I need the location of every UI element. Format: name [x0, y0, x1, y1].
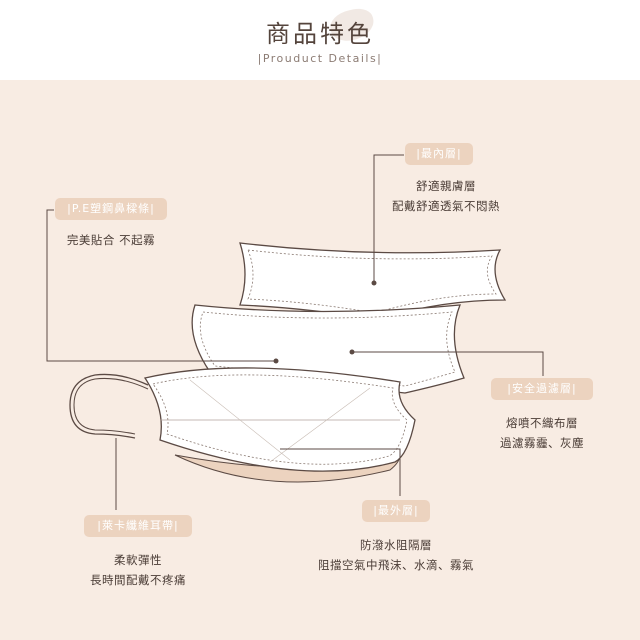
ear-loop	[69, 373, 149, 439]
desc-nose-wire-line1: 完美貼合 不起霧	[66, 233, 156, 247]
desc-ear-loop-line1: 柔軟彈性	[114, 553, 162, 567]
desc-filter-line1: 熔噴不織布層	[506, 416, 578, 430]
desc-outer-line1: 防潑水阻隔層	[360, 538, 432, 552]
page-title: 商品特色	[266, 20, 374, 48]
tag-filter-layer: |安全過濾層|	[491, 378, 593, 400]
tag-innermost-layer: |最內層|	[405, 143, 473, 165]
leader-dots	[273, 280, 377, 364]
desc-innermost-line2: 配戴舒適透氣不悶熱	[392, 199, 500, 213]
leader-lines	[46, 154, 544, 510]
desc-ear-loop-line2: 長時間配戴不疼痛	[90, 573, 186, 587]
page-subtitle: |Prouduct Details|	[257, 52, 383, 65]
tag-ear-loop: |萊卡纖維耳帶|	[84, 515, 192, 537]
mask-layer-outer	[143, 367, 416, 483]
desc-filter-line2: 過濾霧霾、灰塵	[500, 436, 584, 450]
header-band: 商品特色 |Prouduct Details|	[0, 0, 640, 80]
tag-nose-wire: |P.E塑鋼鼻樑條|	[55, 198, 167, 220]
desc-outer-line2: 阻擋空氣中飛沫、水滴、霧氣	[318, 558, 474, 572]
tag-outer-layer: |最外層|	[362, 500, 430, 522]
desc-innermost-line1: 舒適親膚層	[416, 179, 476, 193]
